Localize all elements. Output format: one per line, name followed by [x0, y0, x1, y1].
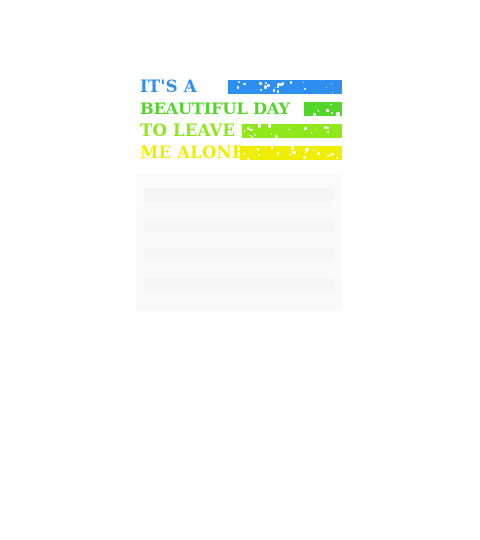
faded-stripe [144, 188, 334, 202]
distress-speckle [316, 109, 318, 111]
distress-speckle [280, 82, 284, 87]
distress-speckle [276, 83, 279, 86]
distress-speckle [282, 82, 285, 85]
distress-speckle [330, 103, 332, 106]
distress-speckle [267, 124, 271, 128]
distress-speckle [264, 81, 268, 85]
distress-speckle [256, 148, 260, 152]
color-stripe-lime [242, 124, 342, 138]
distress-speckle [288, 128, 290, 131]
distress-speckle [243, 82, 246, 86]
distress-speckle [310, 132, 312, 134]
distress-speckle [315, 129, 317, 131]
slogan-text-3: TO LEAVE [140, 122, 236, 140]
distress-speckle [258, 124, 262, 128]
slogan-line-3: TO LEAVE [136, 122, 342, 140]
distress-speckle [254, 133, 257, 136]
distress-speckle [244, 130, 246, 132]
distress-speckle [326, 126, 329, 130]
faded-stripe [144, 248, 334, 262]
distress-speckle [326, 131, 329, 134]
distress-speckle [259, 82, 262, 85]
distress-speckle [289, 154, 292, 157]
distress-speckle [271, 146, 274, 149]
distress-speckle [305, 147, 309, 152]
distress-speckle [336, 112, 340, 116]
distress-speckle [248, 126, 250, 128]
faded-stripe [144, 278, 334, 292]
distress-speckle [259, 89, 262, 92]
distress-speckle [317, 110, 320, 112]
distress-speckle [315, 106, 317, 108]
distress-speckle [330, 112, 333, 114]
distress-speckle [250, 128, 253, 132]
distress-speckle [257, 124, 260, 126]
distress-speckle [330, 82, 332, 85]
distress-speckle [303, 87, 306, 90]
distress-speckle [267, 84, 270, 88]
distress-speckle [236, 85, 240, 89]
distress-speckle [242, 153, 245, 155]
distress-speckle [327, 154, 330, 157]
distress-speckle [248, 128, 251, 131]
slogan-text-4: ME ALONE [140, 144, 245, 162]
distress-speckle [332, 91, 334, 93]
distress-speckle [274, 86, 276, 89]
color-stripe-blue [228, 80, 342, 94]
slogan-line-2: BEAUTIFUL DAY [136, 100, 342, 118]
distress-speckle [277, 82, 281, 87]
distress-speckle [302, 155, 307, 160]
distress-speckle [258, 153, 261, 156]
distress-speckle [329, 154, 332, 157]
distress-speckle [304, 127, 307, 130]
distress-speckle [325, 87, 327, 89]
distress-speckle [292, 151, 296, 155]
distress-speckle [238, 80, 241, 83]
faded-lower-area [136, 174, 342, 310]
color-stripe-green [304, 102, 342, 117]
distress-speckle [290, 146, 295, 150]
distress-speckle [313, 149, 315, 152]
distress-speckle [290, 81, 293, 84]
distress-speckle [247, 157, 250, 160]
distress-speckle [313, 113, 317, 117]
distress-speckle [270, 133, 273, 136]
distress-speckle [335, 156, 338, 159]
faded-stripe [144, 218, 334, 232]
distress-speckle [326, 108, 330, 112]
color-stripe-yellow [240, 146, 342, 160]
slogan-line-4: ME ALONE [136, 144, 342, 162]
distress-speckle [274, 135, 278, 138]
distress-speckle [276, 90, 279, 93]
distress-speckle [277, 152, 280, 155]
slogan-text-2: BEAUTIFUL DAY [140, 100, 290, 118]
distress-speckle [272, 89, 276, 92]
distress-speckle [276, 151, 278, 153]
distress-speckle [249, 134, 252, 137]
distress-speckle [264, 85, 268, 89]
distress-speckle [328, 153, 331, 156]
distress-speckle [277, 86, 279, 88]
distress-speckle [250, 135, 253, 138]
retro-slogan-artwork: IT'S A BEAUTIFUL DAY TO LEAVE ME ALONE [136, 76, 342, 310]
distress-speckle [304, 150, 307, 154]
distress-speckle [317, 152, 321, 155]
distress-speckle [277, 91, 279, 93]
slogan-line-1: IT'S A [136, 78, 342, 96]
slogan-text-1: IT'S A [140, 78, 197, 96]
distress-speckle [302, 81, 305, 84]
distress-speckle [330, 152, 334, 156]
distress-speckle [323, 125, 327, 129]
distress-speckle [247, 127, 250, 130]
